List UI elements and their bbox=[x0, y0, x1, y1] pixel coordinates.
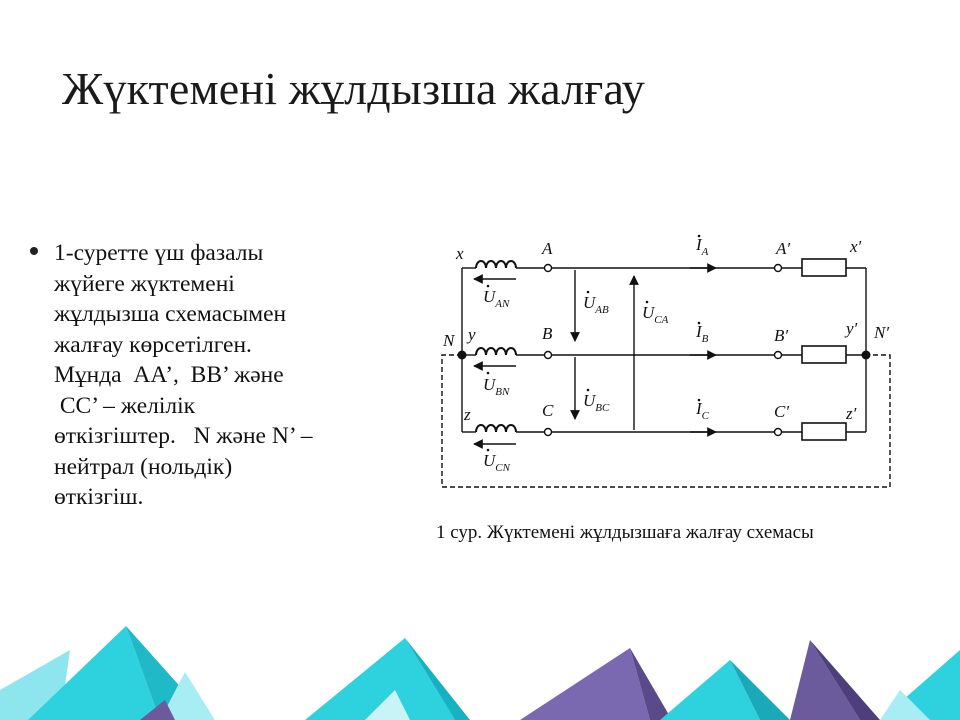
bullet-line: өткізгіштер. N және N’ – bbox=[54, 423, 313, 449]
label-u-bn: UBN bbox=[483, 375, 510, 398]
label-u-an: UAN bbox=[483, 287, 510, 310]
bullet-line: 1-суретте үш фазалы bbox=[54, 240, 264, 266]
terminal-c-prime bbox=[773, 427, 783, 437]
label-u-cn: UCN bbox=[483, 451, 511, 474]
coil-a bbox=[475, 260, 517, 269]
label-y-prime: y′ bbox=[844, 319, 858, 338]
label-x: x bbox=[455, 244, 464, 263]
label-c-prime: C′ bbox=[774, 402, 789, 421]
terminal-a-prime bbox=[773, 263, 783, 273]
terminal-b bbox=[543, 350, 553, 360]
label-z-prime: z′ bbox=[845, 404, 857, 423]
coil-c bbox=[475, 424, 517, 433]
bullet-line: жұлдызша схемасымен bbox=[54, 301, 287, 327]
label-i-a: IA bbox=[695, 235, 709, 258]
neutral-wire bbox=[441, 354, 891, 488]
label-u-ca: UCA bbox=[642, 303, 669, 326]
label-u-ab: UAB bbox=[583, 293, 609, 316]
decorative-polygons bbox=[0, 626, 960, 720]
bullet-line: өткізгіш. bbox=[54, 484, 144, 510]
terminal-b-prime bbox=[773, 350, 783, 360]
label-c: C bbox=[542, 401, 554, 420]
figure-caption: 1 сур. Жүктемені жұлдызшаға жалғау схема… bbox=[436, 522, 814, 543]
label-z: z bbox=[463, 405, 471, 424]
bullet-line: нейтрал (нольдік) bbox=[54, 453, 233, 480]
label-neutral-left: N bbox=[442, 331, 456, 350]
label-a-prime: A′ bbox=[775, 239, 790, 258]
label-u-bc: UBC bbox=[583, 391, 610, 414]
bullet-text: 1-суретте үш фазалы жүйеге жүктемені жұл… bbox=[54, 238, 313, 513]
label-x-prime: x′ bbox=[849, 237, 862, 256]
label-y: y bbox=[466, 325, 476, 344]
label-i-c: IC bbox=[695, 399, 710, 422]
bullet-line: СС’ – желілік bbox=[54, 392, 196, 419]
label-i-b: IB bbox=[695, 322, 709, 345]
bullet-line: жалғау көрсетілген. bbox=[54, 331, 252, 358]
neutral-node-left bbox=[457, 350, 467, 360]
load-resistor-b bbox=[801, 345, 847, 364]
bullet-line: жүйеге жүктемені bbox=[54, 270, 235, 297]
label-a: A bbox=[541, 239, 553, 258]
load-resistor-c bbox=[801, 422, 847, 441]
star-connection-diagram: x y z N N′ A B C A′ B′ C′ x′ y′ z′ UAN U… bbox=[441, 234, 891, 488]
terminal-a bbox=[543, 263, 553, 273]
label-b-prime: B′ bbox=[774, 326, 788, 345]
terminal-c bbox=[543, 427, 553, 437]
slide-title: Жүктемені жұлдызша жалғау bbox=[62, 63, 645, 114]
coil-b bbox=[475, 347, 517, 356]
label-b: B bbox=[542, 324, 553, 343]
label-neutral-right: N′ bbox=[873, 323, 889, 342]
load-resistor-a bbox=[801, 258, 847, 277]
bullet-dot bbox=[30, 247, 38, 255]
bullet-line: Мұнда АА’, ВВ’ және bbox=[54, 362, 284, 388]
